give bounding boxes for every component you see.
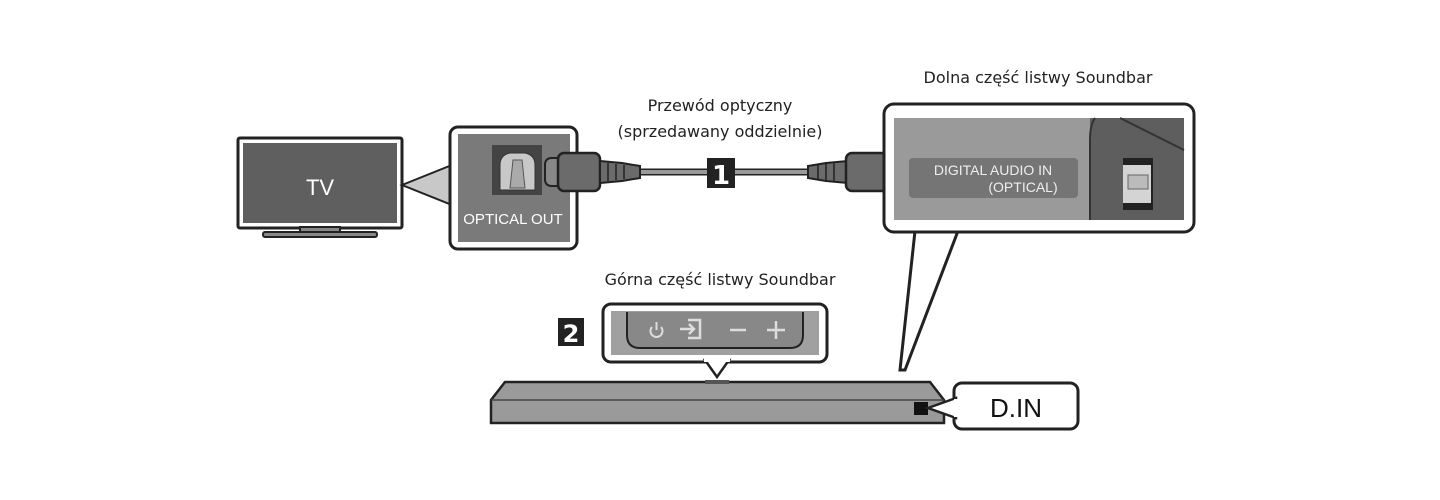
display-callout: D.IN [924,381,1080,431]
soundbar-display [914,402,928,415]
tv-callout-pointer [399,163,453,207]
bottom-callout-pointer [898,230,960,372]
tv: TV [236,136,404,238]
digital-audio-in-label-line1: DIGITAL AUDIO IN [934,162,1052,178]
tv-label: TV [306,175,334,200]
display-text: D.IN [990,393,1042,423]
optical-out-label: OPTICAL OUT [463,211,562,228]
step-2-badge [558,318,584,346]
cable-label-line2: (sprzedawany oddzielnie) [617,122,822,141]
cable-connector-left [544,151,641,193]
cable-label-line1: Przewód optyczny [648,96,793,115]
source-button-icon [680,318,702,340]
optical-out-panel: OPTICAL OUT [448,125,579,251]
soundbar-bottom-panel: DIGITAL AUDIO IN (OPTICAL) [882,102,1196,372]
soundbar-top-title: Górna część listwy Soundbar [605,270,836,289]
step-2-number: 2 [563,320,580,348]
digital-audio-in-label-line2: (OPTICAL) [988,179,1057,195]
power-button-icon [649,322,664,338]
step-1-number: 1 [712,161,730,191]
volume-up-button-icon [767,321,785,339]
optical-cable: 1 [544,151,902,193]
soundbar-body [489,380,946,425]
step-1-badge [707,158,735,188]
soundbar-bottom-title: Dolna część listwy Soundbar [924,68,1153,87]
soundbar-top-panel [601,302,829,380]
